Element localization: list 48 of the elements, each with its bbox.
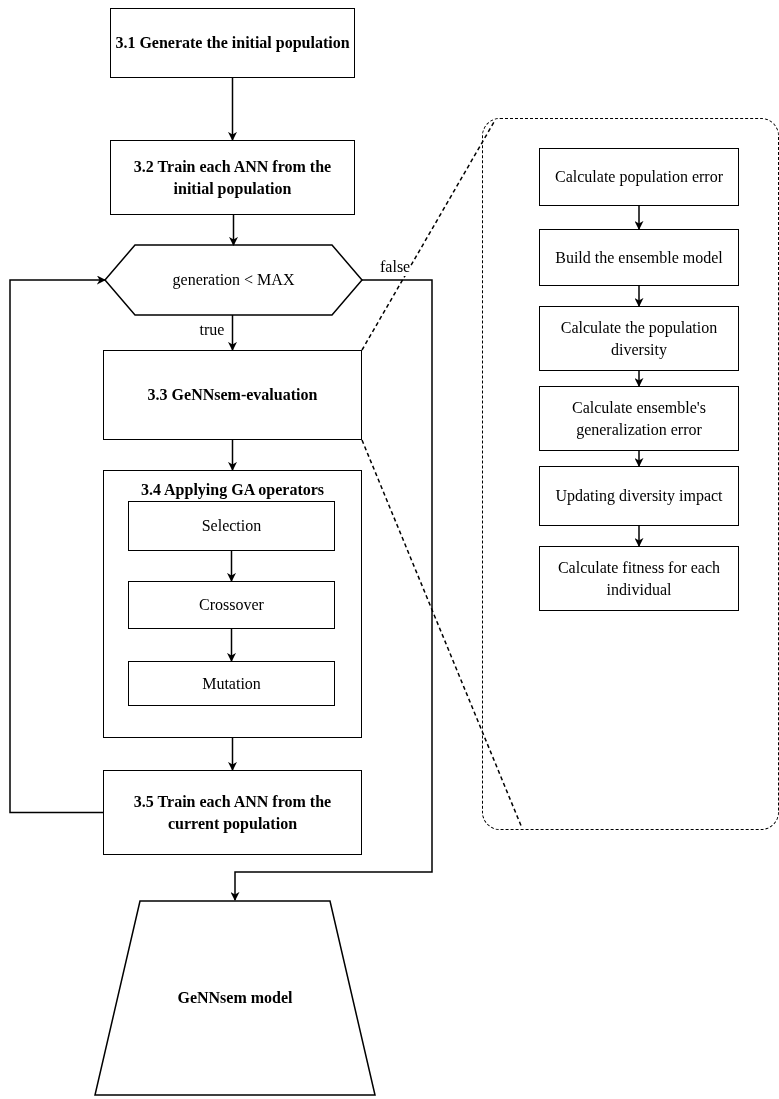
node-label: Calculate population error: [554, 167, 724, 188]
process-box: [539, 306, 739, 371]
process-box: [539, 546, 739, 611]
process-box: [110, 8, 355, 78]
edge-label: false: [380, 258, 411, 276]
node-label: Updating diversity impact: [554, 486, 724, 507]
arrow: [228, 314, 237, 351]
node-label: GeNNsem model: [176, 987, 294, 1008]
node-label: Selection: [200, 516, 263, 537]
process-box: [110, 140, 355, 215]
dashed-line: [361, 439, 523, 829]
arrow: [634, 205, 644, 230]
node-label: generation < MAX: [171, 270, 296, 291]
node-label: Calculate ensemble's generalization error: [571, 397, 707, 441]
process-box: [539, 386, 739, 451]
dashed-line: [361, 121, 495, 351]
process-box: [103, 350, 362, 440]
arrow: [634, 450, 644, 467]
process-box: [539, 229, 739, 286]
arrow: [228, 737, 237, 771]
arrow: [230, 279, 433, 901]
process-box: [103, 770, 362, 855]
arrow: [9, 275, 106, 814]
node-label: 3.5 Train each ANN from the current population: [132, 791, 333, 835]
process-box: [539, 466, 739, 526]
arrow: [227, 550, 236, 582]
node-label: 3.2 Train each ANN from the initial population: [132, 156, 333, 200]
node-label: 3.3 GeNNsem-evaluation: [146, 385, 319, 406]
zoom-panel: [482, 118, 779, 830]
arrow: [634, 285, 644, 307]
arrow: [228, 439, 237, 471]
node-label: 3.1 Generate the initial population: [114, 33, 351, 54]
node-label: Calculate the population diversity: [559, 317, 719, 361]
process-box: [128, 581, 335, 629]
node-label: 3.4 Applying GA operators: [139, 480, 326, 501]
node-label: Calculate fitness for each individual: [556, 557, 722, 600]
node-label: Build the ensemble model: [554, 247, 724, 268]
node-label: Crossover: [198, 595, 265, 616]
group-box: [103, 470, 362, 738]
arrow: [634, 370, 644, 387]
process-box: [128, 501, 335, 551]
arrow: [228, 77, 237, 141]
process-box: [539, 148, 739, 206]
arrow: [227, 628, 236, 662]
process-box: [128, 661, 335, 706]
arrow: [229, 214, 238, 246]
node-label: Mutation: [201, 673, 262, 694]
arrow: [634, 525, 644, 547]
